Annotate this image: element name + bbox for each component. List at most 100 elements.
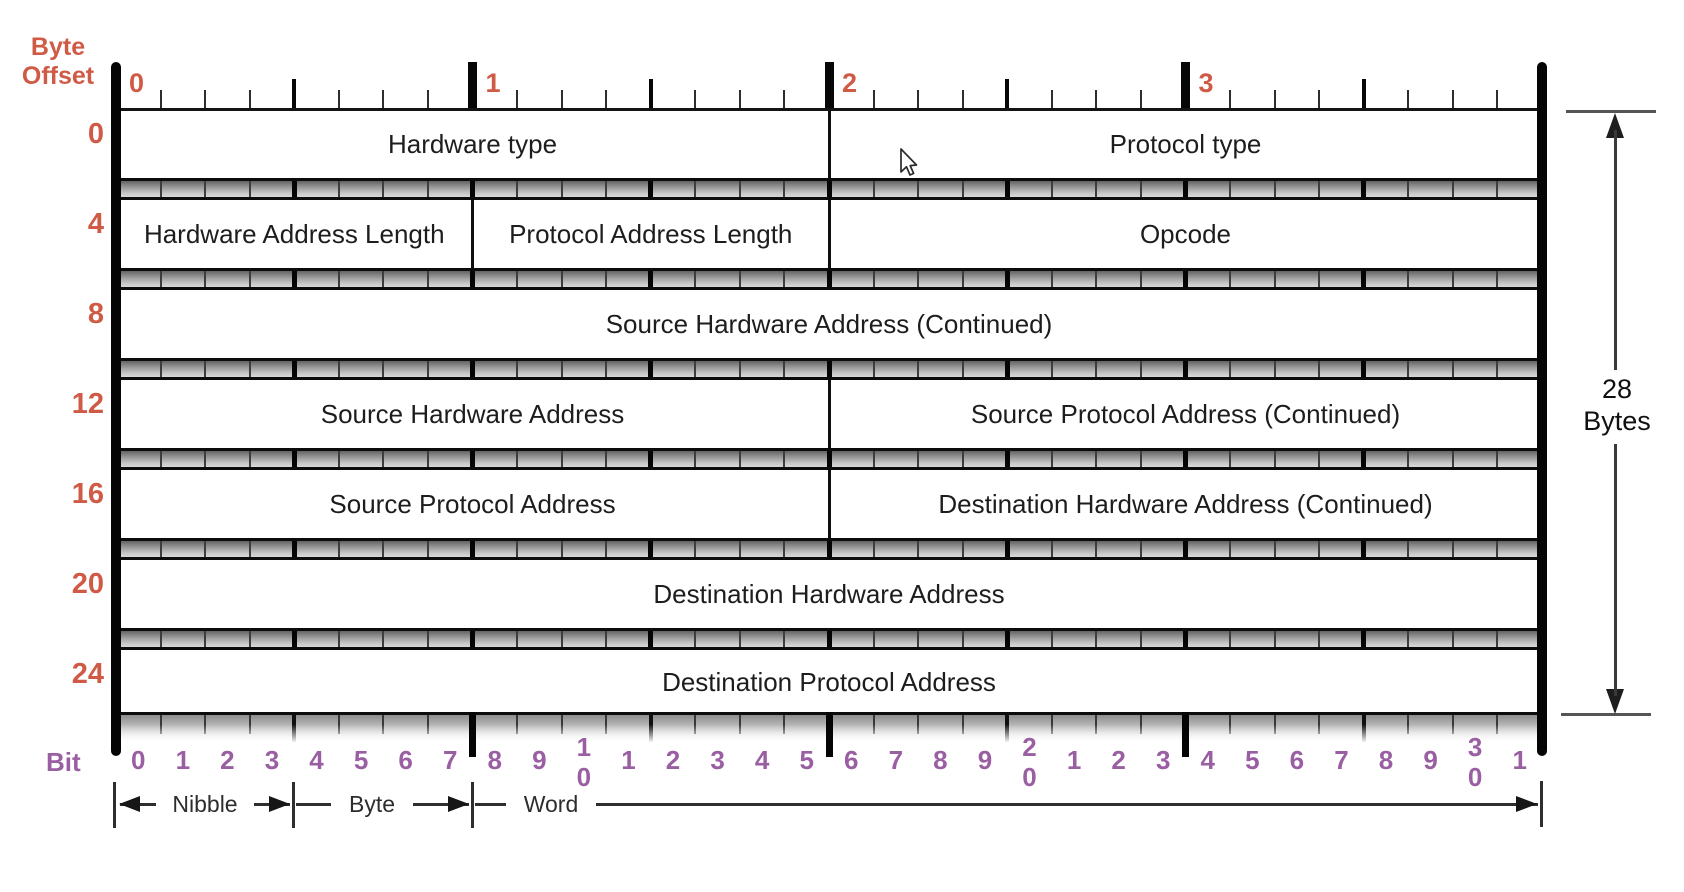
bit-tick <box>783 90 786 110</box>
field-source-hardware-address-continued: Source Hardware Address (Continued) <box>605 308 1053 339</box>
separator-bit-tick <box>248 451 251 467</box>
separator-bit-tick <box>694 271 697 287</box>
separator-nibble-tick <box>470 181 475 197</box>
byte-offset-value: 16 <box>71 478 104 510</box>
mouse-cursor-icon <box>900 148 918 176</box>
byte-offset-title: Byte Offset <box>21 33 95 90</box>
bit-tick <box>961 90 964 110</box>
separator-bit-tick <box>1318 181 1321 197</box>
bit-label: 7 <box>888 745 904 775</box>
byte-offset-value: 24 <box>71 658 104 690</box>
separator-bit-tick <box>382 271 385 287</box>
separator-bit-tick <box>1229 451 1232 467</box>
separator-nibble-tick <box>1004 451 1010 467</box>
separator-bit-tick <box>1496 451 1499 467</box>
separator-bit-tick <box>560 181 563 197</box>
separator-bit-tick <box>159 271 162 287</box>
separator-bit-tick <box>1273 541 1276 557</box>
separator-bit-tick <box>337 361 340 377</box>
separator-bit-tick <box>1451 181 1454 197</box>
dimension-cap-top <box>1566 110 1656 113</box>
bit-label: 6 <box>398 745 413 775</box>
size-unit: Bytes <box>1583 406 1651 436</box>
separator-bit-tick <box>1496 271 1499 287</box>
nibble-boundary-tick <box>292 79 297 110</box>
separator-bit-tick <box>961 271 964 287</box>
separator-bit-tick <box>1273 631 1276 647</box>
field-hardware-type: Hardware type <box>387 128 558 159</box>
separator-bit-tick <box>516 361 519 377</box>
separator-nibble-tick <box>1004 361 1010 377</box>
separator-bit-tick <box>1050 451 1053 467</box>
bit-label: 8 <box>487 745 503 775</box>
separator-bit-tick <box>1095 541 1098 557</box>
separator-bit-tick <box>1229 631 1232 647</box>
separator-bit-tick <box>694 631 697 647</box>
byte-offset-value: 0 <box>87 118 104 150</box>
separator-nibble-tick <box>1183 541 1188 557</box>
separator-nibble-tick <box>1361 541 1367 557</box>
separator-bit-tick <box>1050 361 1053 377</box>
size-value: 28 <box>1601 374 1633 404</box>
separator-nibble-tick <box>1183 451 1188 467</box>
bit-tick <box>204 90 207 110</box>
byte-offset-value: 4 <box>87 208 104 240</box>
separator-bit-tick <box>1451 451 1454 467</box>
byte-separator-band <box>111 178 1547 200</box>
bit-label: 2 <box>1111 745 1126 775</box>
separator-bit-tick <box>1273 361 1276 377</box>
separator-bit-tick <box>1318 361 1321 377</box>
separator-bit-tick <box>159 631 162 647</box>
byte-boundary-tick <box>1181 62 1190 110</box>
separator-bit-tick <box>1451 541 1454 557</box>
field-divider <box>827 200 831 268</box>
separator-bit-tick <box>1050 631 1053 647</box>
separator-bit-tick <box>1139 631 1142 647</box>
separator-bit-tick <box>516 541 519 557</box>
separator-bit-tick <box>917 451 920 467</box>
bit-label: 5 <box>799 745 814 775</box>
separator-bit-tick <box>382 451 385 467</box>
byte-separator-band <box>111 268 1547 290</box>
separator-bit-tick <box>961 361 964 377</box>
bit-tick <box>1050 90 1053 110</box>
bit-tick <box>516 90 519 110</box>
separator-bit-tick <box>1229 361 1232 377</box>
separator-bit-tick <box>605 451 608 467</box>
bit-label-digit: 0 <box>576 762 592 792</box>
bit-label: 1 <box>621 745 636 775</box>
separator-bit-tick <box>1496 631 1499 647</box>
separator-bit-tick <box>560 631 563 647</box>
separator-bit-tick <box>159 181 162 197</box>
separator-bit-tick <box>1318 271 1321 287</box>
separator-bit-tick <box>1451 631 1454 647</box>
byte-arrowhead-right <box>448 796 469 812</box>
separator-bit-tick <box>426 361 429 377</box>
separator-nibble-tick <box>291 181 297 197</box>
byte-separator-band <box>111 358 1547 380</box>
separator-bit-tick <box>382 361 385 377</box>
bit-tick <box>1451 90 1454 110</box>
separator-bit-tick <box>516 181 519 197</box>
field-divider <box>827 380 831 448</box>
separator-bit-tick <box>738 181 741 197</box>
separator-bit-tick <box>1273 271 1276 287</box>
bit-label: 8 <box>1378 745 1394 775</box>
separator-bit-tick <box>382 181 385 197</box>
byte-separator-band <box>111 628 1547 650</box>
bit-label: 1 <box>1512 745 1527 775</box>
separator-nibble-tick <box>470 271 475 287</box>
separator-bit-tick <box>1139 541 1142 557</box>
nibble-boundary-tick <box>648 79 653 110</box>
bit-label: 2 <box>220 745 235 775</box>
separator-bit-tick <box>872 451 875 467</box>
separator-bit-tick <box>961 631 964 647</box>
measure-delimiter <box>292 782 295 828</box>
bit-tick <box>872 90 875 110</box>
bit-label: 7 <box>1334 745 1349 775</box>
bit-tick <box>694 90 697 110</box>
separator-bit-tick <box>337 451 340 467</box>
word-arrow-line <box>475 803 1538 806</box>
